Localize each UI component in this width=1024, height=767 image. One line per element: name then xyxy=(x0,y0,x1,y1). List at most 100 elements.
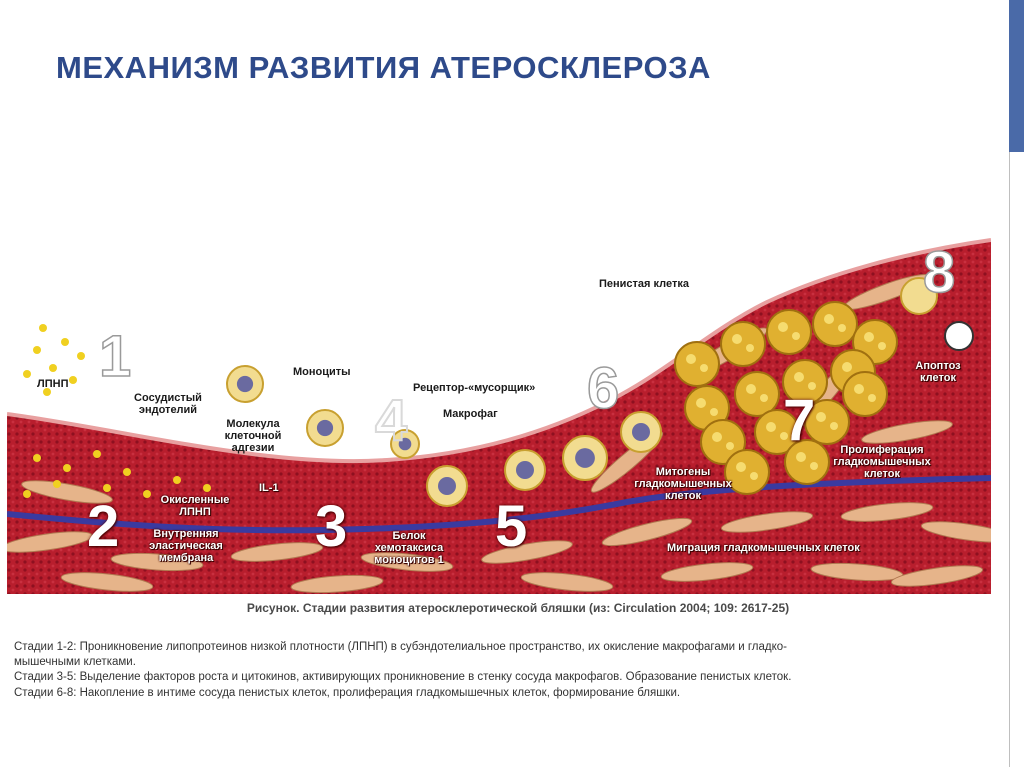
foam-cell-droplet xyxy=(726,442,734,450)
foam-cell-droplet xyxy=(796,452,806,462)
smooth-muscle-cell xyxy=(360,552,454,572)
caption-line-1: Стадии 1-2: Проникновение липопротеинов … xyxy=(14,641,787,653)
ldl-particle xyxy=(69,376,77,384)
stage-number-3: 3 xyxy=(315,494,348,559)
foam-cell-droplet xyxy=(746,344,754,352)
foam-cell-droplet xyxy=(810,462,818,470)
monocyte-nucleus xyxy=(398,437,412,451)
foam-cell xyxy=(734,371,780,417)
foam-cell-droplet xyxy=(808,382,816,390)
ldl-particle xyxy=(33,346,41,354)
foam-cell-droplet xyxy=(842,362,852,372)
foam-cell-droplet xyxy=(778,322,788,332)
foam-cell xyxy=(842,371,888,417)
caption-line-3: Стадии 3-5: Выделение факторов роста и ц… xyxy=(14,671,792,683)
foam-cell xyxy=(754,409,800,455)
foam-cell-droplet xyxy=(816,412,826,422)
label-receptor: Рецептор-«мусорщик» xyxy=(413,382,536,394)
label-macrophage: Макрофаг xyxy=(443,408,498,420)
smooth-muscle-cell xyxy=(110,552,204,572)
atherosclerosis-diagram: 1 2 3 4 5 6 7 8 ЛПНП Сосудистый эндотели… xyxy=(7,232,991,594)
label-internal-membrane: Внутренняя эластическая мембрана xyxy=(149,528,223,564)
label-migration: Миграция гладкомышечных клеток xyxy=(667,542,860,554)
ldl-particle xyxy=(61,338,69,346)
foam-cell xyxy=(782,359,828,405)
label-chemotaxis-protein: Белок хемотаксиса моноцитов 1 xyxy=(374,530,444,566)
foam-cell-droplet xyxy=(838,324,846,332)
label-adhesion-molecule: Молекула клеточной адгезии xyxy=(224,418,282,454)
label-foam-cell: Пенистая клетка xyxy=(599,278,689,290)
smooth-muscle-cell xyxy=(890,565,984,587)
smooth-muscle-cell xyxy=(230,542,324,562)
stage-number-5: 5 xyxy=(495,494,528,559)
smooth-muscle-cell xyxy=(21,480,113,504)
foam-cell-droplet xyxy=(830,422,838,430)
foam-cell-droplet xyxy=(686,354,696,364)
foam-cell xyxy=(700,419,746,465)
foam-cell-droplet xyxy=(780,432,788,440)
stage-number-8: 8 xyxy=(922,240,956,305)
smooth-muscle-cell xyxy=(290,574,384,594)
diagram-artwork xyxy=(7,238,991,594)
smooth-muscle-cell xyxy=(920,521,991,543)
stage-number-1: 1 xyxy=(98,324,132,389)
ldl-particle xyxy=(103,484,111,492)
foam-cell xyxy=(724,449,770,495)
foam-cell-droplet xyxy=(712,432,722,442)
monocyte-nucleus xyxy=(632,423,650,441)
figure-caption-title: Рисунок. Стадии развития атеросклеротиче… xyxy=(246,601,790,615)
label-ldl: ЛПНП xyxy=(37,378,69,390)
label-endothelium: Сосудистый эндотелий xyxy=(134,392,202,416)
ldl-particles xyxy=(23,324,211,498)
ldl-particle xyxy=(143,490,151,498)
ldl-particle xyxy=(43,388,51,396)
caption-line-2: мышечными клетками. xyxy=(14,656,136,668)
stage-number-2: 2 xyxy=(87,494,120,559)
foam-cell-droplet xyxy=(766,422,776,432)
smooth-muscle-cell xyxy=(481,540,573,564)
apoptotic-cell xyxy=(900,277,938,315)
ldl-particle xyxy=(77,352,85,360)
smooth-muscle-cell xyxy=(840,502,934,522)
monocyte-nucleus xyxy=(575,448,595,468)
smooth-muscle-cell xyxy=(7,531,94,553)
smooth-muscle-cell xyxy=(60,572,154,592)
foam-cell-droplet xyxy=(792,332,800,340)
ldl-particle xyxy=(63,464,71,472)
internal-elastic-membrane xyxy=(7,475,991,534)
ldl-particle xyxy=(173,476,181,484)
foam-cell-droplet xyxy=(824,314,834,324)
smooth-muscle-cell xyxy=(861,420,953,444)
foam-cell-droplet xyxy=(710,408,718,416)
foam-cell-droplet xyxy=(868,394,876,402)
monocyte-nucleus xyxy=(438,477,456,495)
ldl-particle xyxy=(23,370,31,378)
stage-number-6: 6 xyxy=(586,356,620,421)
foam-cell-droplet xyxy=(700,364,708,372)
foam-cell xyxy=(674,341,720,387)
ldl-particle xyxy=(33,454,41,462)
foam-cell-droplet xyxy=(864,332,874,342)
label-oxidized-ldl: Окисленные ЛПНП xyxy=(160,494,230,518)
label-monocytes: Моноциты xyxy=(293,366,351,378)
foam-cell-droplet xyxy=(854,384,864,394)
label-il1: IL-1 xyxy=(259,482,279,494)
foam-cell-droplet xyxy=(760,394,768,402)
ldl-particle xyxy=(49,364,57,372)
stage-number-4: 4 xyxy=(374,388,408,453)
smooth-muscle-cell xyxy=(601,517,693,547)
label-mitogens: Митогены гладкомышечных клеток xyxy=(634,466,732,502)
ldl-particle xyxy=(53,480,61,488)
ldl-particle xyxy=(203,484,211,492)
foam-cell xyxy=(766,309,812,355)
accent-bar xyxy=(1009,0,1024,152)
caption-line-4: Стадии 6-8: Накопление в интиме сосуда п… xyxy=(14,687,681,699)
foam-cell-droplet xyxy=(732,334,742,344)
smooth-muscle-cell xyxy=(660,562,754,582)
ldl-particle xyxy=(23,490,31,498)
foam-cell xyxy=(720,321,766,367)
label-proliferation: Пролиферация гладкомышечных клеток xyxy=(833,444,931,480)
apoptotic-cell xyxy=(944,321,974,351)
foam-cell-droplet xyxy=(878,342,886,350)
monocytes xyxy=(226,365,662,507)
